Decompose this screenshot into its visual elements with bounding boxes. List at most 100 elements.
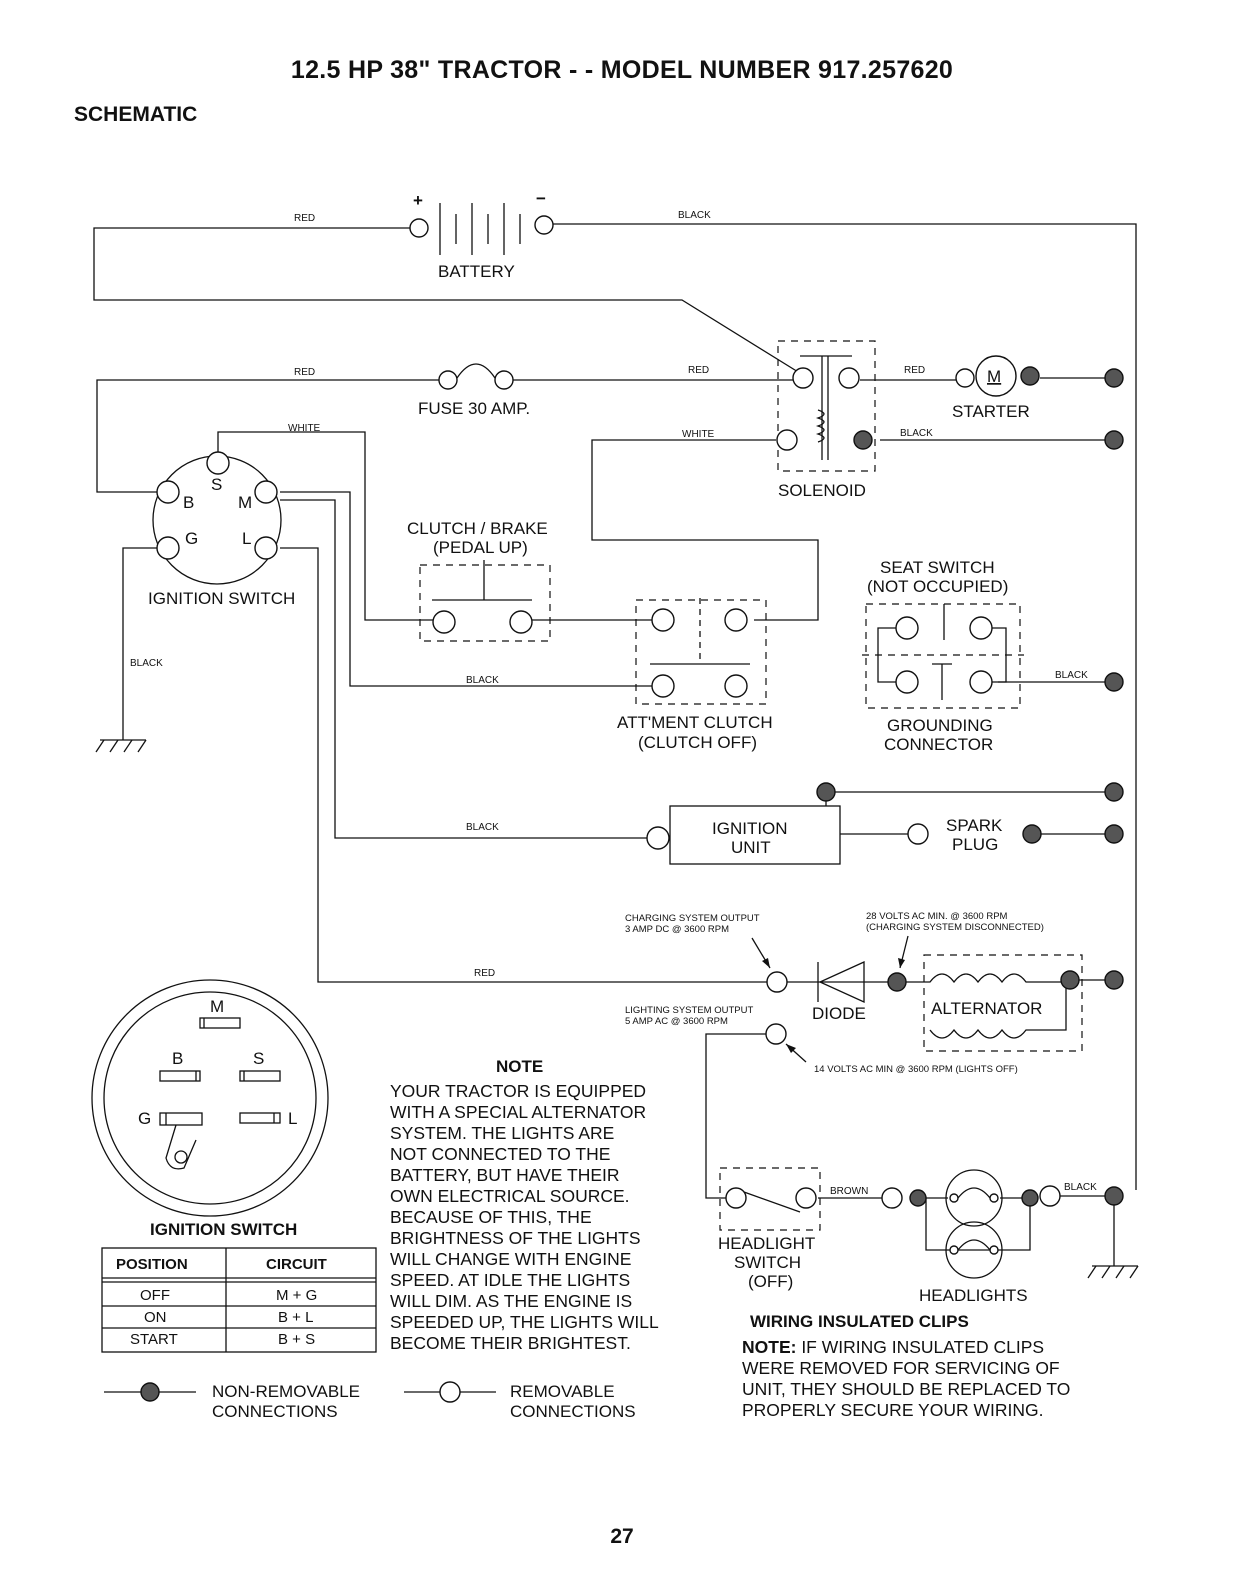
svg-text:OWN ELECTRICAL SOURCE.: OWN ELECTRICAL SOURCE. <box>390 1186 630 1206</box>
svg-text:HEADLIGHTS: HEADLIGHTS <box>919 1286 1028 1305</box>
page-subtitle: SCHEMATIC <box>74 103 198 126</box>
svg-text:SEAT SWITCH: SEAT SWITCH <box>880 558 995 577</box>
svg-text:REMOVABLE: REMOVABLE <box>510 1382 615 1401</box>
svg-text:G: G <box>138 1109 151 1128</box>
svg-text:HEADLIGHT: HEADLIGHT <box>718 1234 815 1253</box>
svg-text:L: L <box>242 529 251 548</box>
svg-text:NOT CONNECTED TO THE: NOT CONNECTED TO THE <box>390 1144 610 1164</box>
svg-text:IGNITION: IGNITION <box>712 819 788 838</box>
svg-text:BLACK: BLACK <box>678 210 711 221</box>
svg-text:BLACK: BLACK <box>466 675 499 686</box>
seat-switch: SEAT SWITCH (NOT OCCUPIED) GROUNDING CON… <box>862 558 1024 754</box>
svg-text:DIODE: DIODE <box>812 1004 866 1023</box>
spark-plug: SPARK PLUG <box>907 816 1042 854</box>
terminal-g <box>156 536 180 560</box>
svg-text:BLACK: BLACK <box>1064 1182 1097 1193</box>
battery-negative-terminal <box>534 215 554 235</box>
minus-sign: − <box>536 189 546 208</box>
svg-text:SWITCH: SWITCH <box>734 1253 801 1272</box>
svg-text:BECOME THEIR BRIGHTEST.: BECOME THEIR BRIGHTEST. <box>390 1333 631 1353</box>
terminal-b <box>156 480 180 504</box>
svg-text:RED: RED <box>474 968 495 979</box>
svg-text:(CLUTCH OFF): (CLUTCH OFF) <box>638 733 757 752</box>
fuse: FUSE 30 AMP. <box>418 363 530 418</box>
note-heading: NOTE <box>496 1057 543 1076</box>
terminal-s <box>206 451 230 475</box>
svg-text:BROWN: BROWN <box>830 1186 868 1197</box>
svg-text:BLACK: BLACK <box>466 822 499 833</box>
table-header: POSITION <box>116 1256 188 1273</box>
svg-text:UNIT: UNIT <box>731 838 771 857</box>
clips-heading: WIRING INSULATED CLIPS <box>750 1312 969 1331</box>
svg-text:WHITE: WHITE <box>288 423 321 434</box>
svg-text:CONNECTIONS: CONNECTIONS <box>510 1402 636 1421</box>
svg-text:RED: RED <box>294 367 315 378</box>
page-number: 27 <box>610 1525 634 1548</box>
svg-text:ALTERNATOR: ALTERNATOR <box>931 999 1042 1018</box>
svg-text:L: L <box>288 1109 297 1128</box>
svg-text:M: M <box>210 997 224 1016</box>
svg-text:CHARGING SYSTEM OUTPUT: CHARGING SYSTEM OUTPUT <box>625 913 760 924</box>
svg-text:RED: RED <box>688 365 709 376</box>
table-title: IGNITION SWITCH <box>150 1220 297 1239</box>
ignition-unit: IGNITION UNIT <box>646 782 841 865</box>
ignition-switch-detail: M B S G L <box>91 979 329 1217</box>
removable-symbol <box>439 1381 461 1403</box>
non-removable-symbol <box>140 1382 160 1402</box>
battery: + − BATTERY <box>409 189 554 281</box>
table-cell: B + S <box>278 1331 315 1348</box>
svg-text:CONNECTIONS: CONNECTIONS <box>212 1402 338 1421</box>
table-header: CIRCUIT <box>266 1256 327 1273</box>
svg-text:S: S <box>253 1049 264 1068</box>
terminal-m <box>254 480 278 504</box>
svg-text:(OFF): (OFF) <box>748 1272 793 1291</box>
svg-text:BLACK: BLACK <box>900 428 933 439</box>
svg-text:M: M <box>238 493 252 512</box>
table-cell: OFF <box>140 1287 170 1304</box>
svg-text:WILL CHANGE WITH ENGINE: WILL CHANGE WITH ENGINE <box>390 1249 631 1269</box>
alternator: ALTERNATOR <box>906 954 1083 1052</box>
starter-motor-symbol: M <box>987 367 1001 386</box>
solenoid: SOLENOID <box>776 340 876 500</box>
svg-text:BLACK: BLACK <box>1055 670 1088 681</box>
svg-text:NON-REMOVABLE: NON-REMOVABLE <box>212 1382 360 1401</box>
svg-text:NOTE: IF WIRING INSULATED CLIP: NOTE: IF WIRING INSULATED CLIPS <box>742 1337 1044 1357</box>
svg-text:B: B <box>172 1049 183 1068</box>
headlights: HEADLIGHTS <box>881 1169 1061 1305</box>
svg-text:BECAUSE OF THIS, THE: BECAUSE OF THIS, THE <box>390 1207 592 1227</box>
svg-text:3 AMP DC @ 3600 RPM: 3 AMP DC @ 3600 RPM <box>625 924 729 935</box>
ignition-position-table: IGNITION SWITCH POSITION CIRCUIT OFF M +… <box>101 1220 377 1353</box>
alternator-note: NOTE YOUR TRACTOR IS EQUIPPED WITH A SPE… <box>390 1057 659 1353</box>
svg-text:WILL DIM. AS THE ENGINE IS: WILL DIM. AS THE ENGINE IS <box>390 1291 632 1311</box>
svg-text:G: G <box>185 529 198 548</box>
ignition-switch: S B M G L IGNITION SWITCH <box>148 451 295 608</box>
svg-text:YOUR TRACTOR IS EQUIPPED: YOUR TRACTOR IS EQUIPPED <box>390 1081 646 1101</box>
svg-text:PROPERLY SECURE YOUR WIRING.: PROPERLY SECURE YOUR WIRING. <box>742 1400 1043 1420</box>
svg-text:(PEDAL UP): (PEDAL UP) <box>433 538 528 557</box>
ignition-switch-label: IGNITION SWITCH <box>148 589 295 608</box>
output-annotations: CHARGING SYSTEM OUTPUT 3 AMP DC @ 3600 R… <box>625 911 1044 1075</box>
wires <box>93 223 1139 1279</box>
connections-legend: NON-REMOVABLE CONNECTIONS REMOVABLE CONN… <box>104 1381 636 1421</box>
svg-text:RED: RED <box>904 365 925 376</box>
svg-text:WERE REMOVED FOR SERVICING OF: WERE REMOVED FOR SERVICING OF <box>742 1358 1060 1378</box>
svg-text:28 VOLTS AC MIN. @ 3600 RPM: 28 VOLTS AC MIN. @ 3600 RPM <box>866 911 1008 922</box>
svg-text:LIGHTING SYSTEM OUTPUT: LIGHTING SYSTEM OUTPUT <box>625 1005 753 1016</box>
svg-text:S: S <box>211 475 222 494</box>
clutch-brake-switch: CLUTCH / BRAKE (PEDAL UP) <box>407 519 551 642</box>
svg-text:SPEEDED UP, THE LIGHTS WILL: SPEEDED UP, THE LIGHTS WILL <box>390 1312 659 1332</box>
svg-text:B: B <box>183 493 194 512</box>
svg-text:SPEED. AT IDLE THE LIGHTS: SPEED. AT IDLE THE LIGHTS <box>390 1270 630 1290</box>
svg-text:UNIT, THEY SHOULD BE REPLACED: UNIT, THEY SHOULD BE REPLACED TO <box>742 1379 1070 1399</box>
starter: M STARTER <box>952 355 1040 421</box>
table-cell: ON <box>144 1309 167 1326</box>
wire-color-labels: RED BLACK RED RED RED WHITE WHITE BLACK … <box>130 210 1097 1197</box>
fuse-label: FUSE 30 AMP. <box>418 399 530 418</box>
headlight-switch: HEADLIGHT SWITCH (OFF) <box>718 1167 821 1291</box>
svg-text:5 AMP AC @ 3600 RPM: 5 AMP AC @ 3600 RPM <box>625 1016 728 1027</box>
svg-text:(NOT OCCUPIED): (NOT OCCUPIED) <box>867 577 1008 596</box>
svg-text:14 VOLTS AC MIN @ 3600 RPM (L: 14 VOLTS AC MIN @ 3600 RPM (LIGHTS OFF) <box>814 1064 1018 1075</box>
starter-label: STARTER <box>952 402 1030 421</box>
svg-text:SYSTEM. THE LIGHTS ARE: SYSTEM. THE LIGHTS ARE <box>390 1123 614 1143</box>
svg-text:PLUG: PLUG <box>952 835 998 854</box>
